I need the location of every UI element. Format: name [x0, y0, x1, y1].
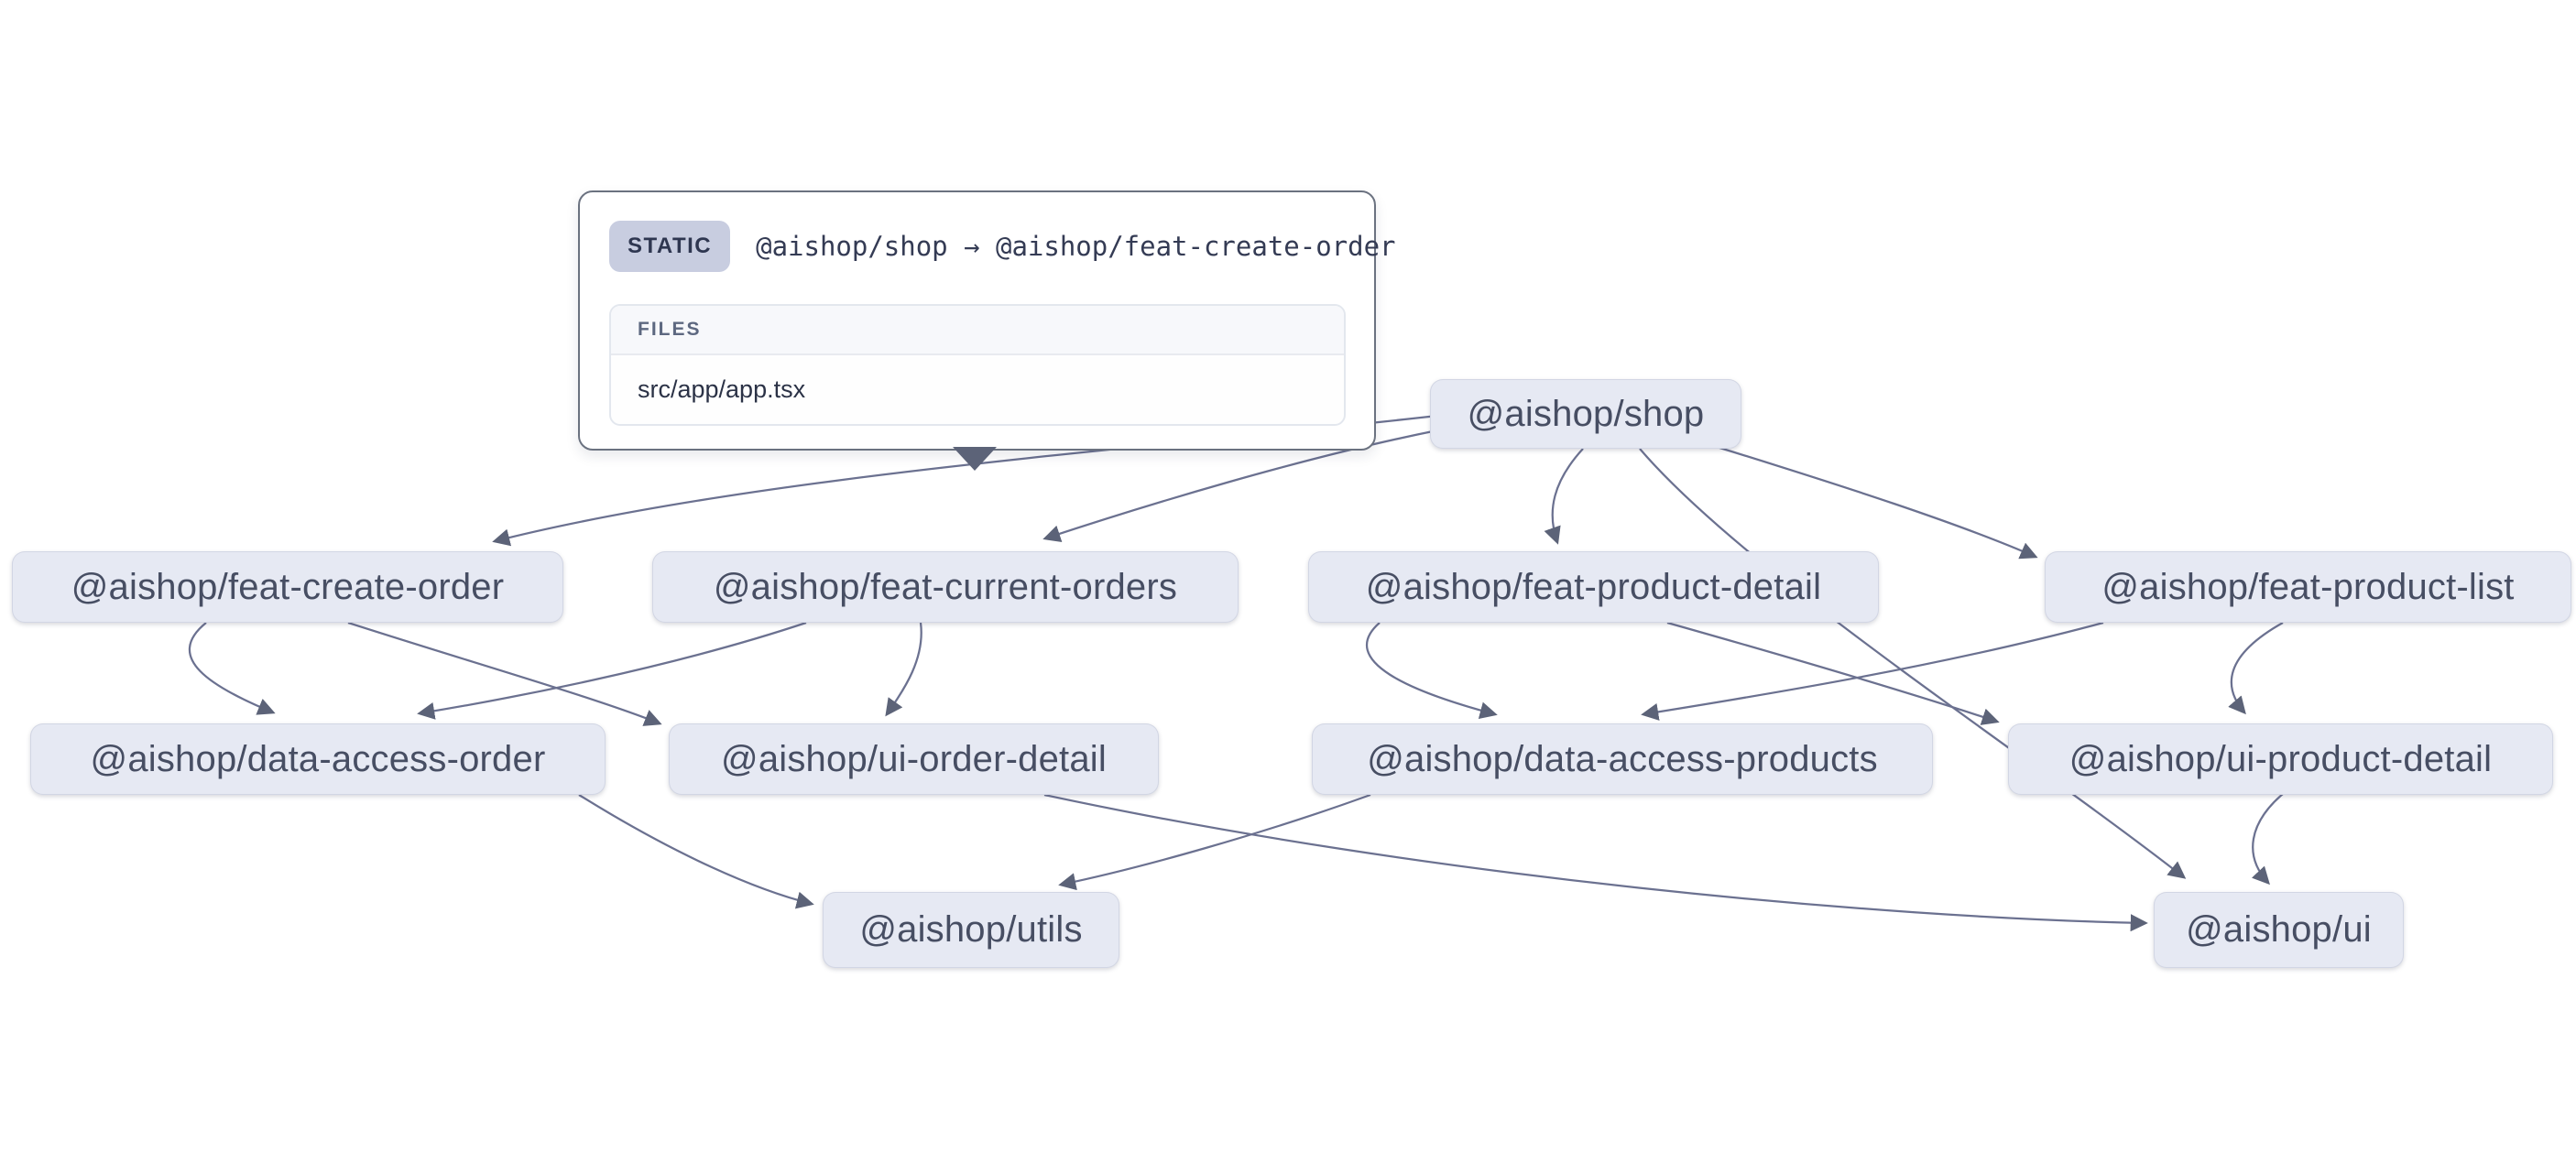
node-aishop-shop[interactable]: @aishop/shop	[1430, 379, 1741, 449]
node-aishop-data-access-order[interactable]: @aishop/data-access-order	[30, 723, 606, 795]
edge-shop-feat-product-list[interactable]	[1716, 445, 2038, 560]
node-aishop-utils[interactable]: @aishop/utils	[823, 892, 1119, 968]
edge-shop-ui[interactable]	[1639, 448, 2187, 879]
edge-type-badge: STATIC	[609, 221, 731, 272]
edge-feat-product-list-data-access-products[interactable]	[1641, 621, 2104, 721]
edge-feat-product-list-ui-product-detail[interactable]	[2228, 622, 2284, 715]
edge-feat-current-orders-data-access-order[interactable]	[417, 621, 807, 720]
file-row: src/app/app.tsx	[638, 375, 806, 403]
edge-feat-create-order-ui-order-detail[interactable]	[347, 621, 662, 726]
edge-tooltip-header: STATIC @aishop/shop → @aishop/feat-creat…	[609, 220, 1396, 273]
edge-feat-create-order-data-access-order[interactable]	[188, 622, 276, 715]
files-panel: FILES src/app/app.tsx	[609, 304, 1346, 426]
edge-tooltip: STATIC @aishop/shop → @aishop/feat-creat…	[578, 190, 1396, 471]
node-aishop-feat-product-list[interactable]: @aishop/feat-product-list	[2045, 551, 2571, 623]
node-aishop-data-access-products[interactable]: @aishop/data-access-products	[1312, 723, 1933, 795]
edge-shop-feat-product-detail[interactable]	[1544, 448, 1584, 545]
node-aishop-feat-current-orders[interactable]: @aishop/feat-current-orders	[652, 551, 1239, 623]
node-aishop-feat-create-order[interactable]: @aishop/feat-create-order	[12, 551, 563, 623]
edge-data-access-products-utils[interactable]	[1058, 793, 1371, 891]
node-aishop-ui-product-detail[interactable]: @aishop/ui-product-detail	[2008, 723, 2553, 795]
edge-tooltip-label: @aishop/shop → @aishop/feat-create-order	[756, 231, 1396, 262]
files-panel-header: FILES	[611, 306, 1344, 355]
node-aishop-ui[interactable]: @aishop/ui	[2154, 892, 2404, 968]
edge-feat-product-detail-data-access-products[interactable]	[1365, 622, 1498, 720]
edge-ui-order-detail-ui[interactable]	[1043, 793, 2148, 932]
edge-ui-product-detail-ui[interactable]	[2251, 788, 2289, 886]
tooltip-caret-icon	[953, 447, 997, 471]
edge-feat-product-detail-ui-product-detail[interactable]	[1666, 621, 2000, 725]
edge-feat-current-orders-ui-order-detail[interactable]	[885, 622, 922, 717]
edge-data-access-order-utils[interactable]	[578, 794, 814, 909]
node-aishop-ui-order-detail[interactable]: @aishop/ui-order-detail	[669, 723, 1159, 795]
edge-shop-feat-current-orders[interactable]	[1042, 429, 1438, 542]
node-aishop-feat-product-detail[interactable]: @aishop/feat-product-detail	[1308, 551, 1879, 623]
